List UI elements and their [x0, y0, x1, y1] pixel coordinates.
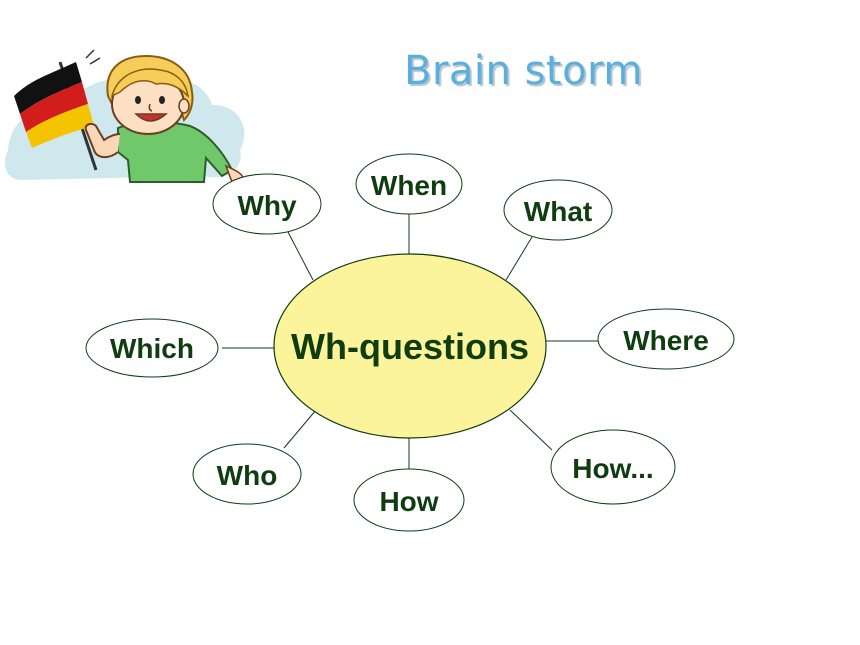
center-label: Wh-questions: [291, 326, 529, 367]
node-how-more-label: How...: [572, 453, 653, 484]
node-how-more: How...: [550, 429, 676, 505]
node-what-label: What: [524, 196, 592, 227]
node-how-label: How: [379, 486, 438, 517]
node-when-label: When: [371, 170, 447, 201]
node-why-label: Why: [237, 190, 297, 221]
node-how: How: [353, 468, 465, 532]
node-who: Who: [192, 443, 302, 505]
node-where: Where: [597, 308, 735, 370]
slide-title: Brain storm: [404, 48, 643, 94]
center-node: Wh-questions: [273, 253, 547, 439]
node-when: When: [355, 153, 463, 215]
node-who-label: Who: [217, 460, 278, 491]
node-which-label: Which: [110, 333, 194, 364]
connector-lines: [222, 212, 600, 470]
node-where-label: Where: [623, 325, 709, 356]
node-why: Why: [212, 173, 322, 235]
boy-waving-german-flag-icon: [5, 49, 245, 183]
node-what: What: [503, 179, 613, 241]
node-which: Which: [85, 318, 219, 378]
